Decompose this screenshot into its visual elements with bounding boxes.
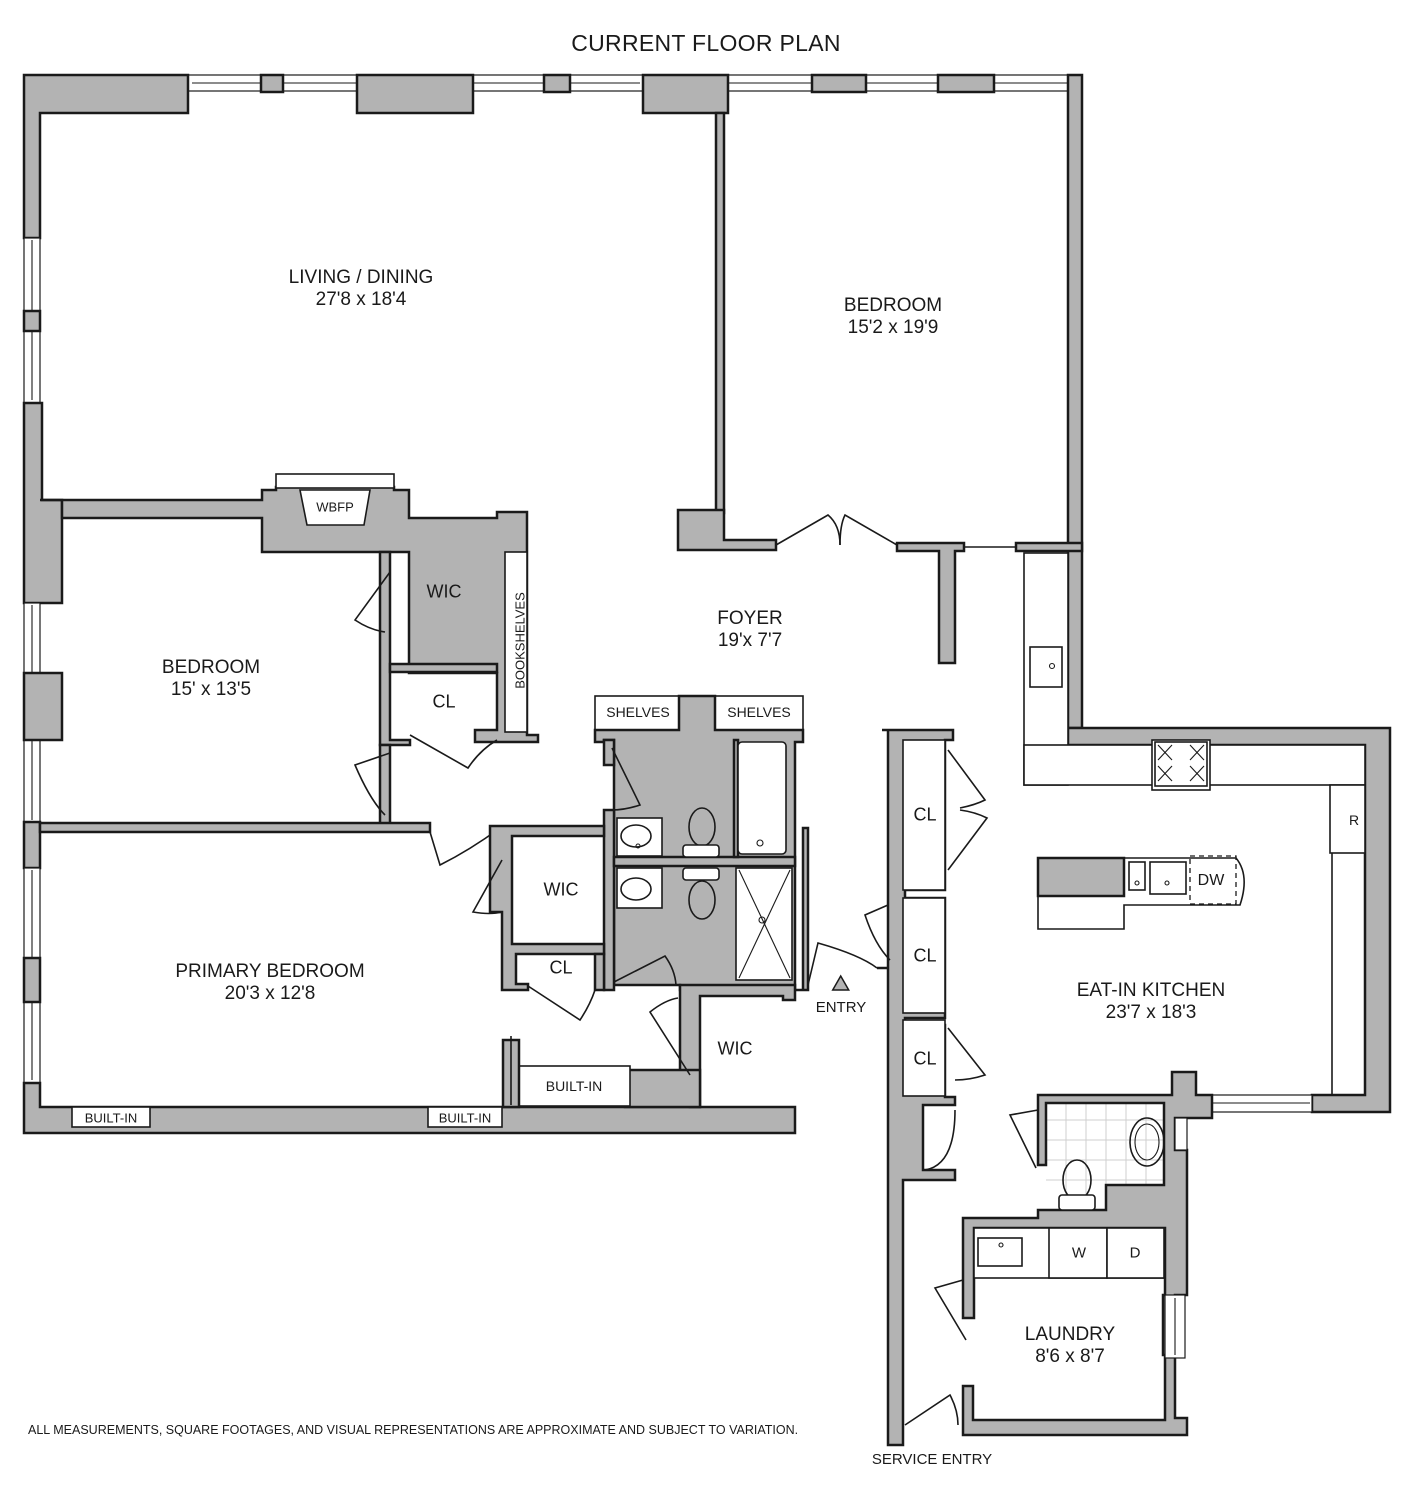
room-bedroom-w: BEDROOM 15' x 13'5 [162,657,260,701]
cl-label-2: CL [549,957,573,978]
ne-bedroom-walls [676,111,1084,665]
wic-label-1: WIC [426,581,462,602]
dryer-label: D [1129,1244,1141,1262]
entry-label: ENTRY [815,999,867,1016]
service-entry-label: SERVICE ENTRY [871,1451,993,1468]
wic-label-2: WIC [543,879,579,900]
room-primary-bedroom: PRIMARY BEDROOM 20'3 x 12'8 [175,961,364,1005]
built-in-label-1: BUILT-IN [545,1078,603,1094]
built-in-label-2: BUILT-IN [84,1110,138,1126]
bookshelves-label: BOOKSHELVES [512,592,528,689]
wic-label-3: WIC [717,1038,753,1059]
room-name: EAT-IN KITCHEN [1076,980,1226,1001]
built-in-label-3: BUILT-IN [438,1110,492,1126]
west-wall [22,237,797,1135]
room-name: BEDROOM [161,657,261,678]
entry-marker: ENTRY [815,974,867,1016]
plan-title: CURRENT FLOOR PLAN [571,30,841,56]
primary-closets [71,824,797,1128]
room-dims: 19'x 7'7 [717,630,783,651]
north-wall [22,73,1084,730]
room-foyer: FOYER 19'x 7'7 [717,608,782,652]
room-dims: 27'8 x 18'4 [315,289,407,310]
room-name: PRIMARY BEDROOM [175,961,365,982]
west-bedroom-walls [38,550,501,867]
entry-triangle-icon [831,974,851,991]
washer-label: W [1071,1244,1087,1262]
fireplace-wall [40,473,540,744]
room-dims: 20'3 x 12'8 [224,983,316,1004]
cl-label-3: CL [913,804,937,825]
powder-laundry [904,1070,1214,1437]
fireplace-label: WBFP [316,499,354,515]
room-kitchen: EAT-IN KITCHEN 23'7 x 18'3 [1077,980,1226,1024]
shelves-label-1: SHELVES [606,704,670,720]
room-name: LAUNDRY [1024,1324,1116,1345]
room-name: FOYER [717,608,783,629]
room-dims: 8'6 x 8'7 [1035,1346,1105,1367]
refrigerator-label: R [1348,812,1360,828]
kitchen [1023,552,1392,1114]
cl-label-4: CL [913,945,937,966]
cl-label-1: CL [432,691,456,712]
bathroom-block [593,694,810,992]
cl-label-5: CL [913,1048,937,1069]
room-laundry: LAUNDRY 8'6 x 8'7 [1025,1324,1115,1368]
room-living-dining: LIVING / DINING 27'8 x 18'4 [289,267,434,311]
room-dims: 15' x 13'5 [170,679,252,700]
hall-closets [807,728,989,1447]
room-dims: 23'7 x 18'3 [1105,1002,1197,1023]
dishwasher-label: DW [1197,872,1225,889]
room-name: BEDROOM [843,295,943,316]
room-bedroom-ne: BEDROOM 15'2 x 19'9 [844,295,942,339]
room-dims: 15'2 x 19'9 [847,317,939,338]
disclaimer: ALL MEASUREMENTS, SQUARE FOOTAGES, AND V… [28,1423,799,1437]
shelves-label-2: SHELVES [727,704,791,720]
room-name: LIVING / DINING [288,267,434,288]
